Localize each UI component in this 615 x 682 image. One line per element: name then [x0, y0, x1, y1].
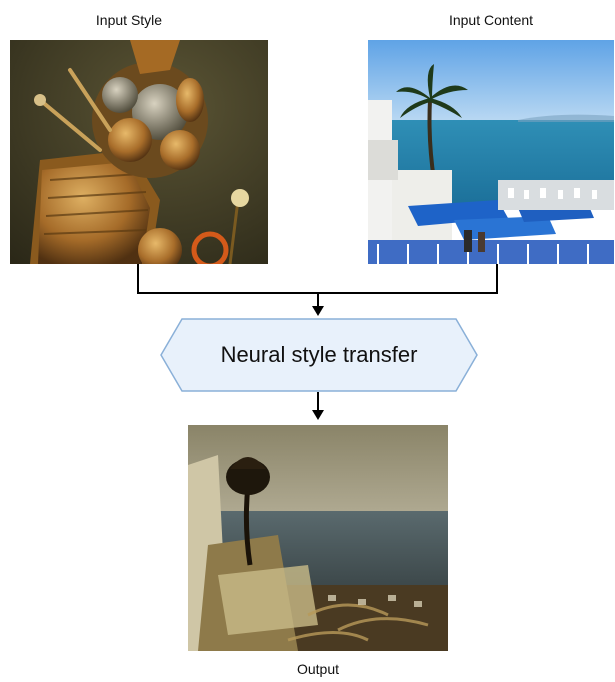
process-label: Neural style transfer [160, 318, 478, 392]
arrow-down-icon [312, 306, 324, 316]
arrow-down-icon [312, 410, 324, 420]
output-image [188, 425, 448, 651]
